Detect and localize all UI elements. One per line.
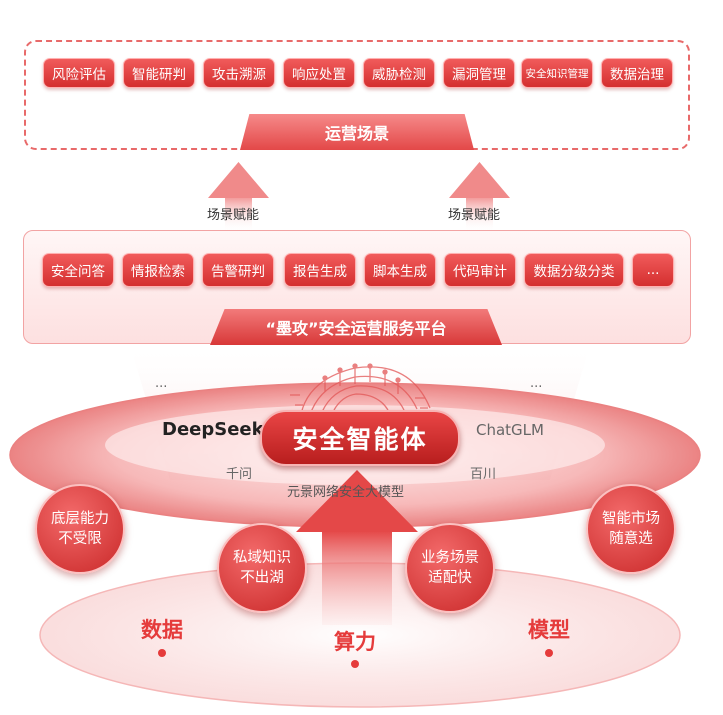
empower-arrow-left bbox=[208, 162, 269, 232]
ops-button-knowledge-management[interactable]: 安全知识管理 bbox=[521, 58, 593, 88]
ops-button-data-governance[interactable]: 数据治理 bbox=[601, 58, 673, 88]
ops-button-risk-assessment[interactable]: 风险评估 bbox=[43, 58, 115, 88]
feature-line1: 私域知识 bbox=[233, 550, 291, 566]
ellipsis-right: ... bbox=[530, 376, 543, 391]
agent-title: 安全智能体 bbox=[260, 410, 460, 466]
feature-line2: 不受限 bbox=[58, 531, 102, 547]
platform-button-alert-analysis[interactable]: 告警研判 bbox=[202, 253, 274, 287]
foundation-model: 模型 bbox=[528, 618, 570, 642]
feature-line2: 不出湖 bbox=[240, 570, 284, 586]
ellipsis-left: ... bbox=[155, 376, 168, 391]
platform-button-data-classification[interactable]: 数据分级分类 bbox=[524, 253, 624, 287]
ops-button-response[interactable]: 响应处置 bbox=[283, 58, 355, 88]
feature-circle-smart-market: 智能市场 随意选 bbox=[586, 484, 676, 574]
feature-line1: 智能市场 bbox=[602, 511, 660, 527]
platform-button-intel-search[interactable]: 情报检索 bbox=[122, 253, 194, 287]
platform-button-script-generation[interactable]: 脚本生成 bbox=[364, 253, 436, 287]
platform-button-security-qa[interactable]: 安全问答 bbox=[42, 253, 114, 287]
feature-line2: 适配快 bbox=[428, 570, 472, 586]
foundation-compute: 算力 bbox=[334, 630, 376, 654]
feature-line2: 随意选 bbox=[609, 531, 653, 547]
foundation-model-dot bbox=[545, 649, 553, 657]
central-up-arrow bbox=[296, 470, 418, 625]
foundation-data-dot bbox=[158, 649, 166, 657]
circuit-brain-icon bbox=[290, 363, 431, 421]
feature-circle-private-knowledge: 私域知识 不出湖 bbox=[217, 523, 307, 613]
feature-line1: 底层能力 bbox=[51, 511, 109, 527]
foundation-compute-dot bbox=[351, 660, 359, 668]
feature-line1: 业务场景 bbox=[421, 550, 479, 566]
ops-button-smart-analysis[interactable]: 智能研判 bbox=[123, 58, 195, 88]
empower-arrow-right bbox=[449, 162, 510, 232]
model-baichuan: 百川 bbox=[470, 467, 497, 482]
model-chatglm: ChatGLM bbox=[476, 421, 544, 439]
foundation-data: 数据 bbox=[141, 618, 183, 642]
model-qianwen: 千问 bbox=[226, 467, 253, 482]
operations-title-banner: 运营场景 bbox=[240, 114, 474, 150]
platform-title-banner: “墨攻”安全运营服务平台 bbox=[210, 309, 502, 345]
platform-button-report-generation[interactable]: 报告生成 bbox=[284, 253, 356, 287]
ops-button-vuln-management[interactable]: 漏洞管理 bbox=[443, 58, 515, 88]
platform-button-more[interactable]: ... bbox=[632, 253, 674, 287]
ops-button-threat-detection[interactable]: 威胁检测 bbox=[363, 58, 435, 88]
empower-label-right: 场景赋能 bbox=[448, 208, 501, 223]
base-model-label: 元景网络安全大模型 bbox=[287, 485, 405, 500]
feature-circle-capability: 底层能力 不受限 bbox=[35, 484, 125, 574]
empower-label-left: 场景赋能 bbox=[207, 208, 260, 223]
platform-button-code-audit[interactable]: 代码审计 bbox=[444, 253, 516, 287]
feature-circle-business-scenario: 业务场景 适配快 bbox=[405, 523, 495, 613]
ops-button-attack-tracing[interactable]: 攻击溯源 bbox=[203, 58, 275, 88]
model-deepseek: DeepSeek bbox=[162, 419, 264, 440]
